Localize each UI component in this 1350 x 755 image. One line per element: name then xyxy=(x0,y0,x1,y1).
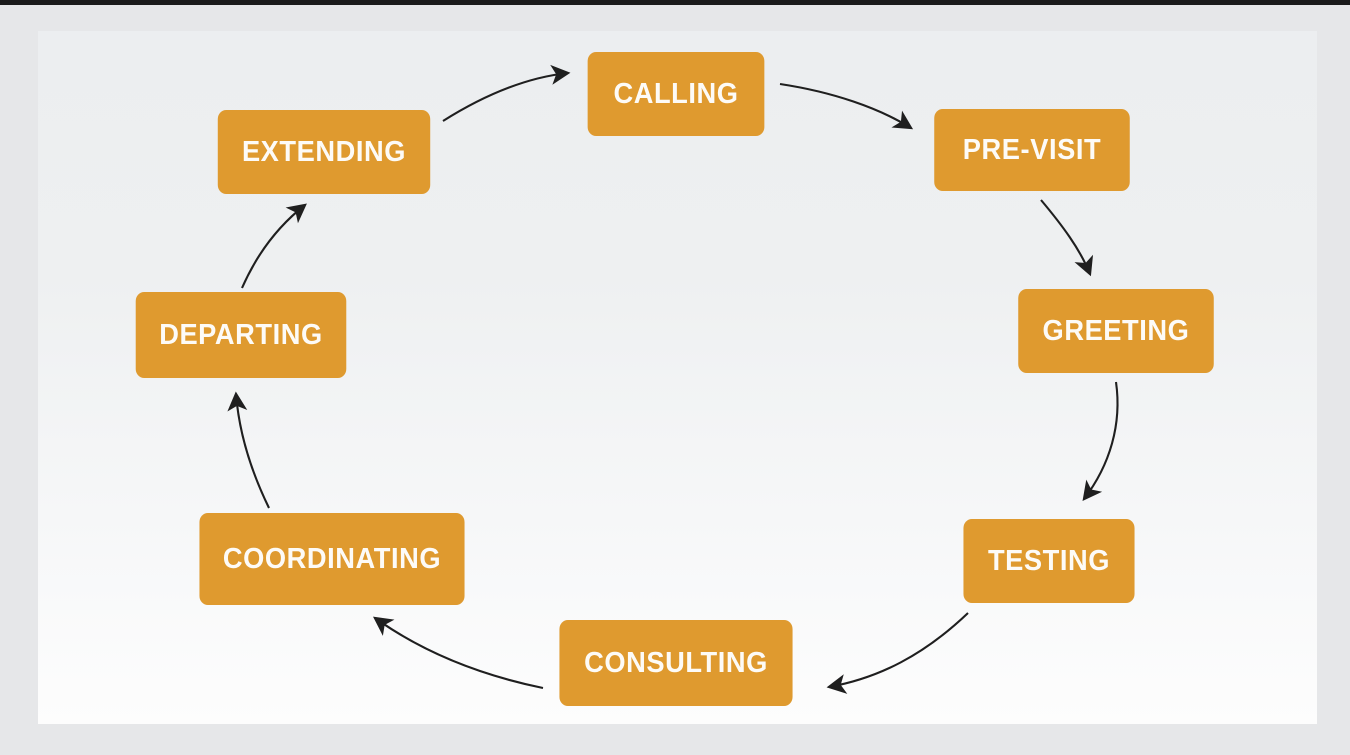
process-node-label: CONSULTING xyxy=(584,646,768,679)
process-node-calling[interactable]: CALLING xyxy=(587,52,765,136)
process-node-previsit[interactable]: PRE-VISIT xyxy=(934,109,1130,191)
process-node-greeting[interactable]: GREETING xyxy=(1018,289,1214,373)
process-node-departing[interactable]: DEPARTING xyxy=(135,292,347,378)
process-node-label: CALLING xyxy=(613,77,739,110)
process-node-consulting[interactable]: CONSULTING xyxy=(559,620,793,706)
process-node-label: EXTENDING xyxy=(241,135,407,168)
process-node-label: PRE-VISIT xyxy=(962,133,1102,166)
process-node-extending[interactable]: EXTENDING xyxy=(217,110,431,194)
process-node-label: DEPARTING xyxy=(159,318,323,351)
process-node-label: COORDINATING xyxy=(222,542,442,575)
process-node-label: GREETING xyxy=(1042,314,1190,347)
process-node-label: TESTING xyxy=(987,544,1111,577)
process-node-coordinating[interactable]: COORDINATING xyxy=(199,513,465,605)
process-node-testing[interactable]: TESTING xyxy=(963,519,1135,603)
top-edge-strip xyxy=(0,0,1350,5)
